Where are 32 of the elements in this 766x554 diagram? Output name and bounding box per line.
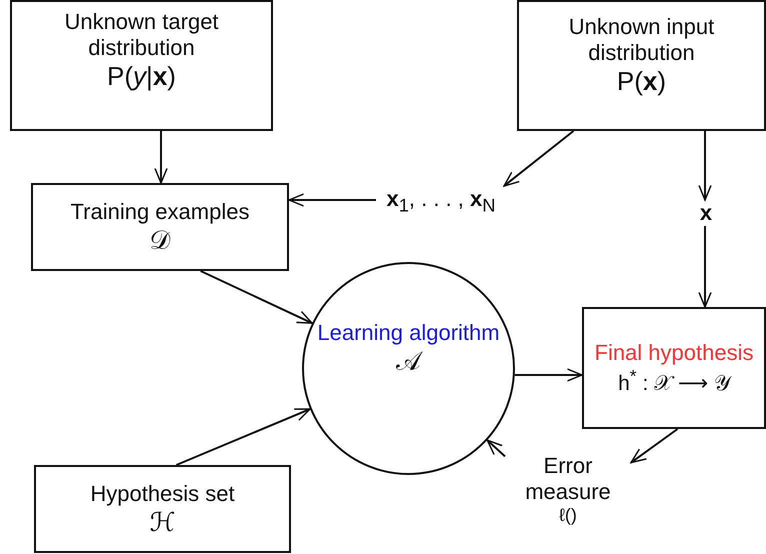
process-box [10, 0, 273, 131]
arrow [630, 428, 678, 464]
arrow [698, 226, 712, 308]
node-label: Error measure [524, 453, 612, 506]
process-box [31, 183, 289, 271]
math-label: h$^{*}$ : 𝒳 ⟶ 𝒴 [618, 366, 730, 396]
arrow [514, 368, 583, 382]
node-label: x [695, 200, 717, 226]
node-label: Learning algorithm [317, 320, 500, 346]
math-label: 𝒟 [150, 224, 170, 256]
arrow [288, 193, 376, 207]
node-label: Unknown input distribution [568, 14, 716, 66]
arrow [176, 408, 311, 466]
node-label: Final hypothesis [594, 340, 754, 366]
math-label: P(x) [616, 66, 666, 97]
process-circle [302, 262, 515, 475]
process-box [34, 465, 291, 553]
math-label: P(y|x) [107, 61, 176, 92]
arrow [486, 439, 506, 458]
node-label: Unknown target distribution [63, 9, 220, 62]
process-box [582, 307, 766, 429]
node-label: Training examples [70, 198, 250, 225]
process-box [517, 0, 766, 131]
math-label: ℓ() [559, 505, 577, 527]
arrow [154, 131, 168, 184]
math-label: ℋ [150, 506, 176, 538]
node-label: Hypothesis set [90, 480, 235, 507]
arrow [698, 131, 712, 201]
node-label: x$_{1}$, . . . , x$_{N}$ [376, 186, 506, 216]
arrow [503, 130, 574, 187]
math-label: 𝒜 [396, 346, 421, 377]
arrow [200, 270, 313, 324]
